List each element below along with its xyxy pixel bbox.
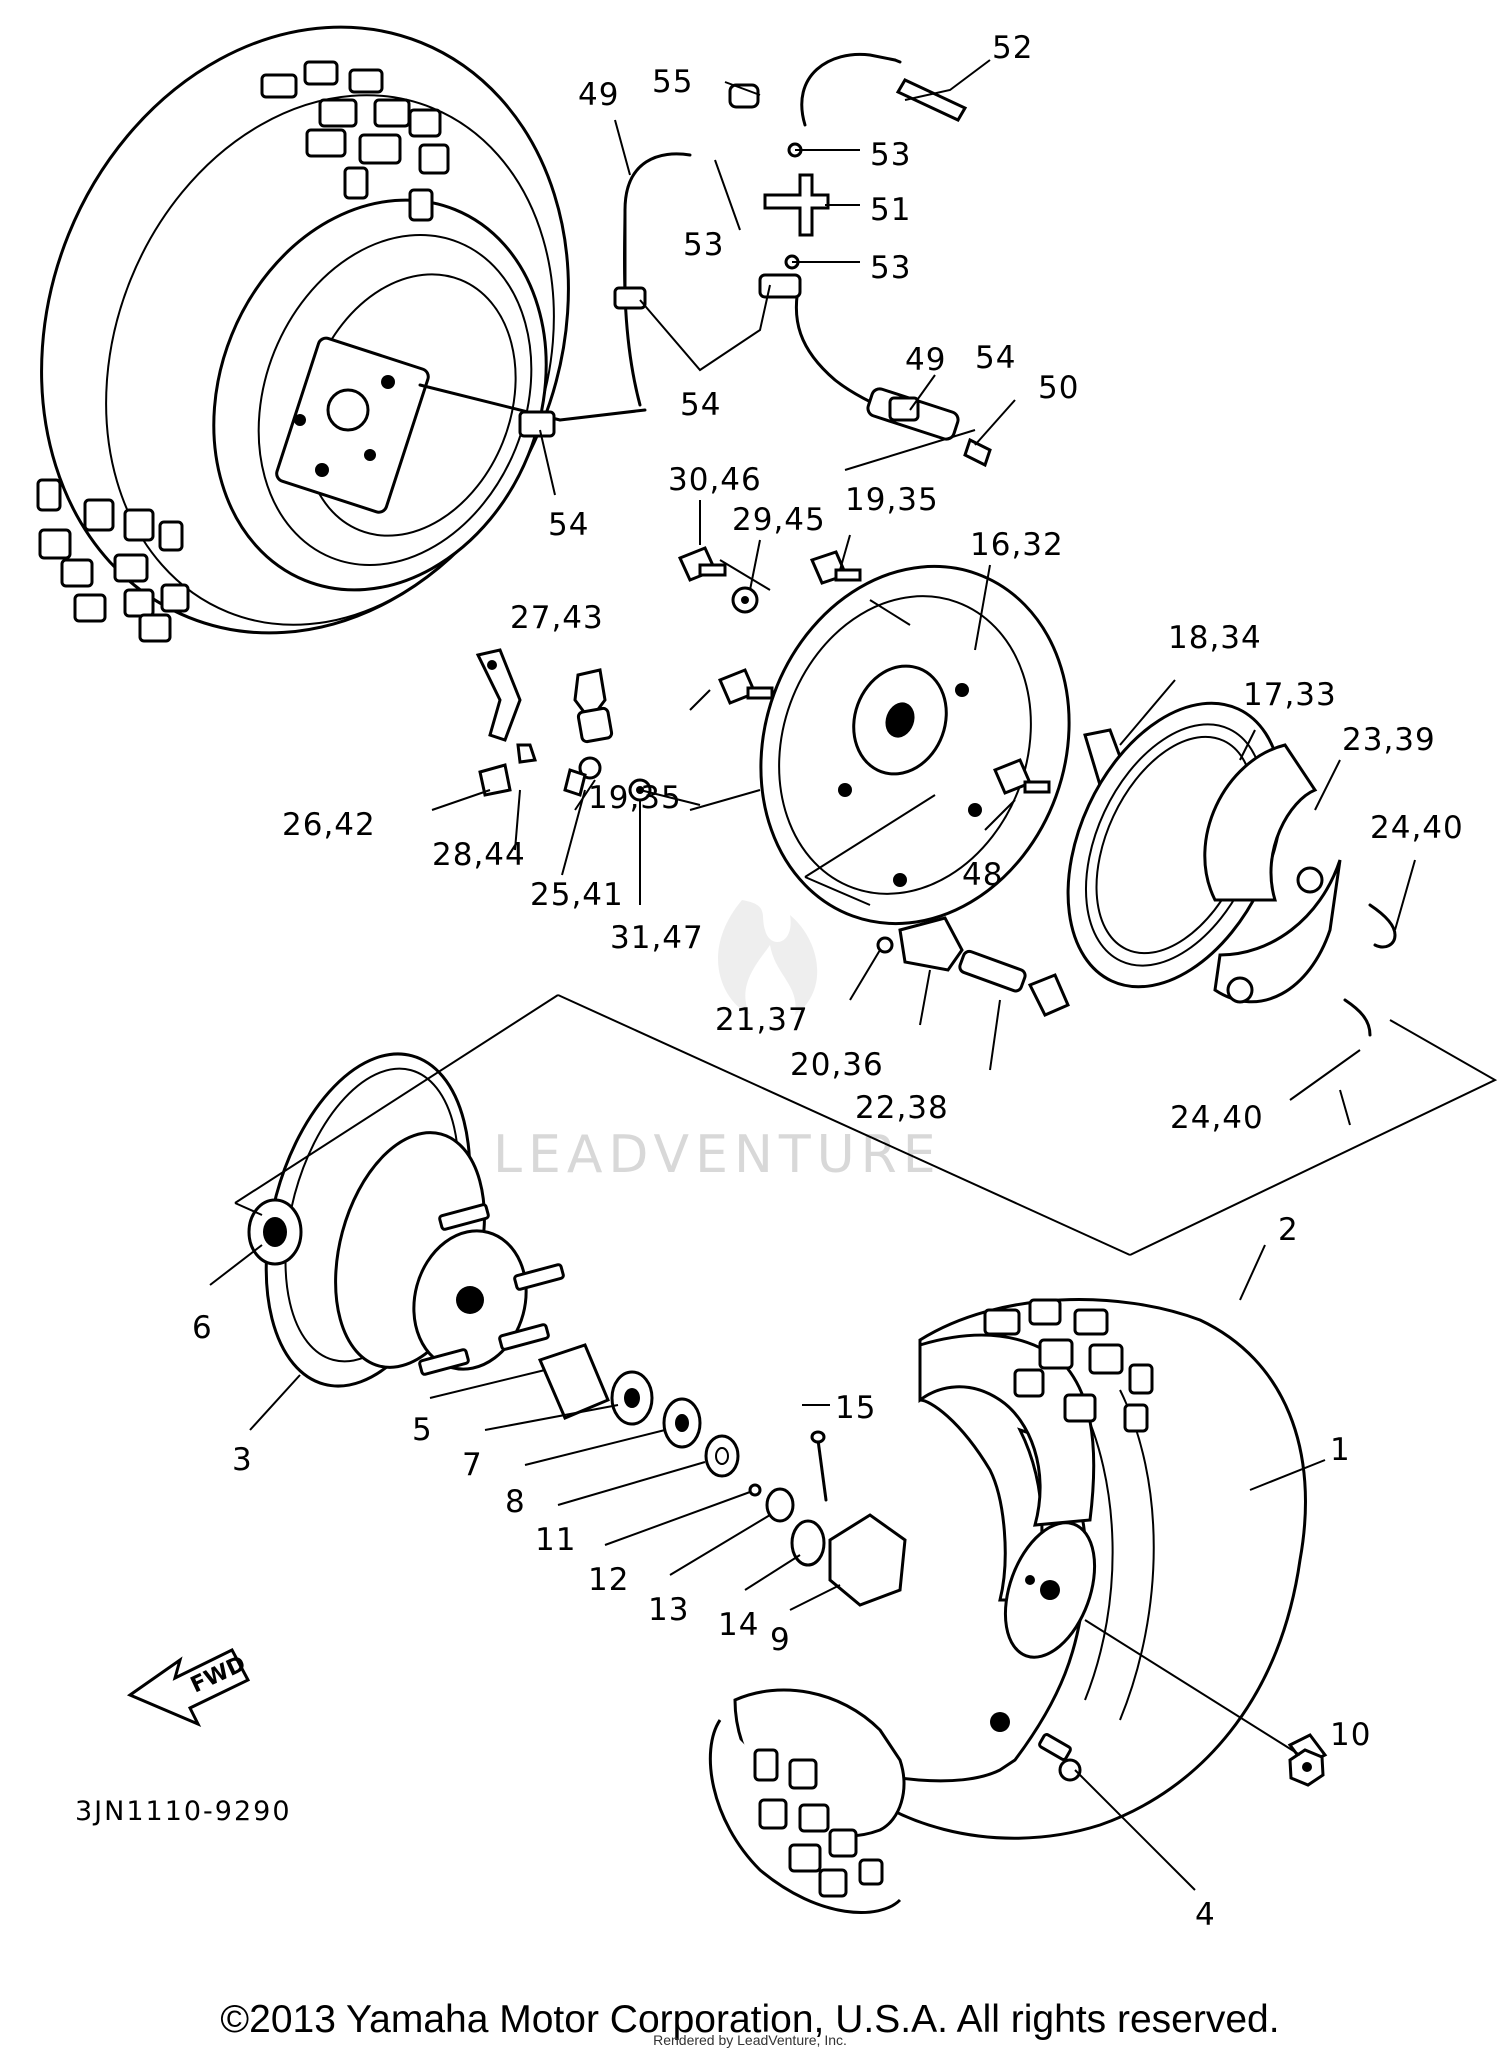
callout-53: 53 [870, 137, 911, 173]
callout-13: 13 [648, 1592, 689, 1628]
callout-24-40: 24,40 [1170, 1100, 1264, 1136]
callout-22-38: 22,38 [855, 1090, 949, 1126]
callout-54: 54 [680, 387, 721, 423]
callout-30-46: 30,46 [668, 462, 762, 498]
callout-labels: 52 55 49 53 51 53 53 49 54 54 50 54 30,4… [192, 30, 1464, 1933]
callout-26-42: 26,42 [282, 807, 376, 843]
brake-shoes-and-seal [1066, 701, 1397, 1037]
callout-19-35: 19,35 [845, 482, 939, 518]
callout-49: 49 [905, 342, 946, 378]
callout-51: 51 [870, 192, 911, 228]
callout-53: 53 [870, 250, 911, 286]
callout-53: 53 [683, 227, 724, 263]
callout-50: 50 [1038, 370, 1079, 406]
leader-lines [209, 59, 1416, 1891]
callout-7: 7 [462, 1447, 483, 1483]
callout-21-37: 21,37 [715, 1002, 809, 1038]
callout-54: 54 [975, 340, 1016, 376]
callout-2: 2 [1278, 1212, 1299, 1248]
brake-backing-plate [759, 564, 1071, 926]
valve-stem [1038, 1733, 1072, 1761]
watermark-text: LEADVENTURE [493, 1125, 942, 1185]
callout-3: 3 [232, 1442, 253, 1478]
brake-cam-assembly [876, 916, 1070, 1017]
callout-10: 10 [1330, 1717, 1371, 1753]
callout-48: 48 [962, 857, 1003, 893]
callout-9: 9 [770, 1622, 791, 1658]
callout-25-41: 25,41 [530, 877, 624, 913]
callout-29-45: 29,45 [732, 502, 826, 538]
callout-19-35: 19,35 [588, 780, 682, 816]
callout-15: 15 [835, 1390, 876, 1426]
copyright-notice: ©2013 Yamaha Motor Corporation, U.S.A. A… [220, 1998, 1280, 2041]
wheel-nut [1288, 1748, 1325, 1787]
callout-6: 6 [192, 1310, 213, 1346]
callout-11: 11 [535, 1522, 576, 1558]
callout-14: 14 [718, 1607, 759, 1643]
assembly-outlines [234, 429, 1498, 1256]
callout-27-43: 27,43 [510, 600, 604, 636]
callout-49: 49 [578, 77, 619, 113]
front-hub-drawing [264, 1052, 565, 1388]
callout-5: 5 [412, 1412, 433, 1448]
watermark-flame-icon [718, 900, 818, 1015]
callout-1: 1 [1330, 1432, 1351, 1468]
callout-16-32: 16,32 [970, 527, 1064, 563]
forward-direction-arrow-icon: FWD [126, 1648, 251, 1727]
callout-18-34: 18,34 [1168, 620, 1262, 656]
callout-55: 55 [652, 64, 693, 100]
vent-hose-assembly [418, 52, 992, 468]
axle-components [537, 1343, 907, 1607]
lower-wheel-drawing [708, 1298, 1328, 1914]
callout-54: 54 [548, 507, 589, 543]
callout-12: 12 [588, 1562, 629, 1598]
callout-20-36: 20,36 [790, 1047, 884, 1083]
callout-52: 52 [992, 30, 1033, 66]
diagram-reference-code: 3JN1110-9290 [75, 1796, 292, 1827]
upper-wheel-drawing [36, 25, 570, 643]
callout-23-39: 23,39 [1342, 722, 1436, 758]
callout-4: 4 [1195, 1897, 1216, 1933]
callout-28-44: 28,44 [432, 837, 526, 873]
callout-8: 8 [505, 1484, 526, 1520]
oil-seal [247, 1198, 303, 1266]
rendered-by-notice: Rendered by LeadVenture, Inc. [653, 2032, 847, 2048]
callout-31-47: 31,47 [610, 920, 704, 956]
callout-24-40: 24,40 [1370, 810, 1464, 846]
callout-17-33: 17,33 [1243, 677, 1337, 713]
